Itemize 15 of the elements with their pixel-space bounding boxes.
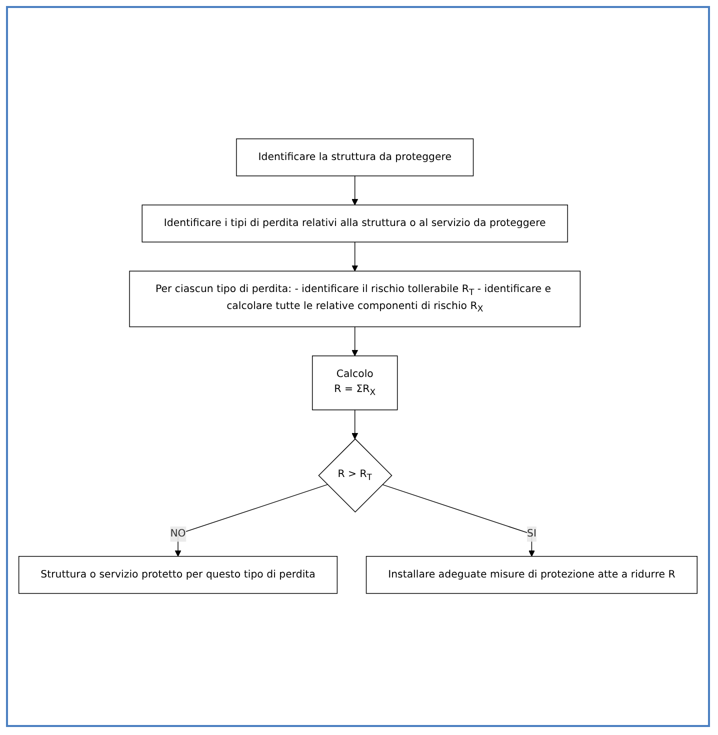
- arrow: [352, 242, 358, 272]
- node-box: Per ciascun tipo di perdita: - identificare il rischio tollerabile R$_{T}$ - identificare e calcolare tutte le relative componenti di rischio R$_{X}$: [129, 271, 581, 328]
- arrow: [352, 326, 358, 357]
- arrow: [174, 484, 328, 558]
- node-box: Identificare la struttura da proteggere: [236, 138, 474, 177]
- node-diamond: R > R$_{T}$: [318, 438, 392, 513]
- edge-label: NO: [170, 528, 186, 540]
- node-box: Struttura o servizio protetto per questo tipo di perdita: [18, 556, 338, 594]
- node-box: Identificare i tipi di perdita relativi alla struttura o al servizio da proteggere: [142, 204, 568, 243]
- arrow: [382, 484, 535, 558]
- edge-label: SI: [526, 528, 536, 540]
- arrow: [352, 410, 358, 440]
- node-box: Calcolo R = ΣR$_{X}$: [312, 356, 398, 411]
- node-box: Installare adeguate misure di protezione atte a ridurre R: [366, 556, 698, 594]
- arrow: [352, 176, 358, 206]
